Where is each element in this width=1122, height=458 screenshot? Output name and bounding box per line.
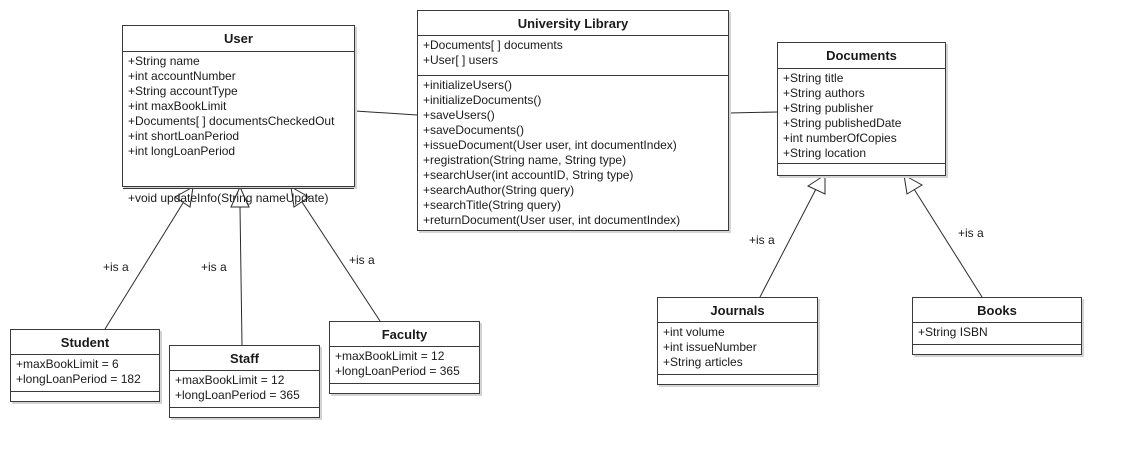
class-name: Student — [11, 330, 159, 355]
attribute: +longLoanPeriod = 365 — [175, 388, 300, 402]
class-name: Faculty — [330, 322, 479, 347]
operation: +searchAuthor(String query) — [423, 183, 575, 197]
attribute: +int numberOfCopies — [783, 131, 897, 145]
generalization-arrowhead-books — [903, 174, 923, 195]
generalization-books-documents[interactable] — [913, 188, 983, 298]
class-name: Staff — [170, 346, 319, 371]
operations-compartment: +initializeUsers() +initializeDocuments(… — [418, 76, 728, 232]
attribute: +String location — [783, 146, 867, 160]
class-name: University Library — [418, 11, 728, 36]
operations-compartment — [658, 375, 817, 386]
attribute: +longLoanPeriod = 365 — [335, 364, 460, 378]
attributes-compartment: +int volume +int issueNumber +String art… — [658, 323, 817, 375]
operation: +searchTitle(String query) — [423, 198, 561, 212]
is-a-label-books: +is a — [958, 226, 984, 240]
association-user-library[interactable] — [354, 110, 418, 116]
is-a-label-staff: +is a — [201, 260, 227, 274]
generalization-arrowhead-faculty — [290, 186, 310, 208]
attribute: +maxBookLimit = 12 — [175, 373, 285, 387]
attribute: +String articles — [663, 355, 743, 369]
generalization-journals-documents[interactable] — [759, 188, 817, 298]
generalization-arrowhead-journals — [806, 174, 826, 195]
attribute: +int accountNumber — [128, 69, 236, 83]
class-documents[interactable]: Documents +String title +String authors … — [777, 42, 946, 176]
operation: +saveUsers() — [423, 108, 495, 122]
class-books[interactable]: Books +String ISBN — [912, 297, 1082, 355]
operation: +void updateInfo(String nameUpdate) — [128, 191, 329, 205]
class-staff[interactable]: Staff +maxBookLimit = 12 +longLoanPeriod… — [169, 345, 320, 418]
attribute: +String authors — [783, 86, 865, 100]
operations-compartment — [11, 392, 159, 403]
attribute: +String accountType — [128, 84, 238, 98]
attributes-compartment: +String name +int accountNumber +String … — [123, 52, 354, 189]
attribute: +maxBookLimit = 6 — [16, 357, 119, 371]
operation: +searchUser(int accountID, String type) — [423, 168, 634, 182]
class-university-library[interactable]: University Library +Documents[ ] documen… — [417, 10, 729, 231]
attributes-compartment: +String title +String authors +String pu… — [778, 69, 945, 164]
operation: +issueDocument(User user, int documentIn… — [423, 138, 677, 152]
generalization-staff-user[interactable] — [239, 206, 243, 346]
attributes-compartment: +maxBookLimit = 12 +longLoanPeriod = 365 — [170, 371, 319, 408]
attributes-compartment: +String ISBN — [913, 323, 1081, 345]
is-a-label-faculty: +is a — [349, 253, 375, 267]
class-user[interactable]: User +String name +int accountNumber +St… — [122, 25, 355, 205]
operations-compartment — [913, 345, 1081, 356]
association-library-documents[interactable] — [728, 111, 778, 114]
operation: +registration(String name, String type) — [423, 153, 627, 167]
attribute: +User[ ] users — [423, 53, 499, 67]
is-a-label-journals: +is a — [749, 233, 775, 247]
attribute: +int issueNumber — [663, 340, 757, 354]
attributes-compartment: +maxBookLimit = 6 +longLoanPeriod = 182 — [11, 355, 159, 392]
operations-compartment — [170, 408, 319, 419]
attributes-compartment: +Documents[ ] documents +User[ ] users — [418, 36, 728, 76]
attributes-compartment: +maxBookLimit = 12 +longLoanPeriod = 365 — [330, 347, 479, 384]
attribute: +Documents[ ] documents — [423, 38, 563, 52]
class-name: Books — [913, 298, 1081, 323]
is-a-label-student: +is a — [103, 260, 129, 274]
operation: +initializeUsers() — [423, 78, 513, 92]
generalization-faculty-user[interactable] — [301, 201, 381, 322]
operations-compartment — [778, 164, 945, 177]
attribute: +int shortLoanPeriod — [128, 129, 240, 143]
class-name: Journals — [658, 298, 817, 323]
generalization-arrowhead-staff — [230, 185, 250, 208]
attribute: +String publisher — [783, 101, 874, 115]
attribute: +int maxBookLimit — [128, 99, 227, 113]
operations-compartment: +void updateInfo(String nameUpdate) — [123, 189, 354, 212]
class-faculty[interactable]: Faculty +maxBookLimit = 12 +longLoanPeri… — [329, 321, 480, 394]
generalization-arrowhead-student — [174, 186, 194, 208]
class-name: User — [123, 26, 354, 52]
generalization-student-user[interactable] — [104, 202, 184, 330]
attribute: +String ISBN — [918, 325, 988, 339]
attribute: +Documents[ ] documentsCheckedOut — [128, 114, 335, 128]
operation: +returnDocument(User user, int documentI… — [423, 213, 681, 227]
attribute: +String title — [783, 71, 844, 85]
class-name: Documents — [778, 43, 945, 69]
attribute: +maxBookLimit = 12 — [335, 349, 445, 363]
attribute: +String publishedDate — [783, 116, 902, 130]
operation: +initializeDocuments() — [423, 93, 542, 107]
operation: +saveDocuments() — [423, 123, 525, 137]
attribute: +int longLoanPeriod — [128, 144, 236, 158]
class-student[interactable]: Student +maxBookLimit = 6 +longLoanPerio… — [10, 329, 160, 402]
attribute: +longLoanPeriod = 182 — [16, 372, 141, 386]
operations-compartment — [330, 384, 479, 395]
attribute: +String name — [128, 54, 200, 68]
class-journals[interactable]: Journals +int volume +int issueNumber +S… — [657, 297, 818, 385]
attribute: +int volume — [663, 325, 725, 339]
